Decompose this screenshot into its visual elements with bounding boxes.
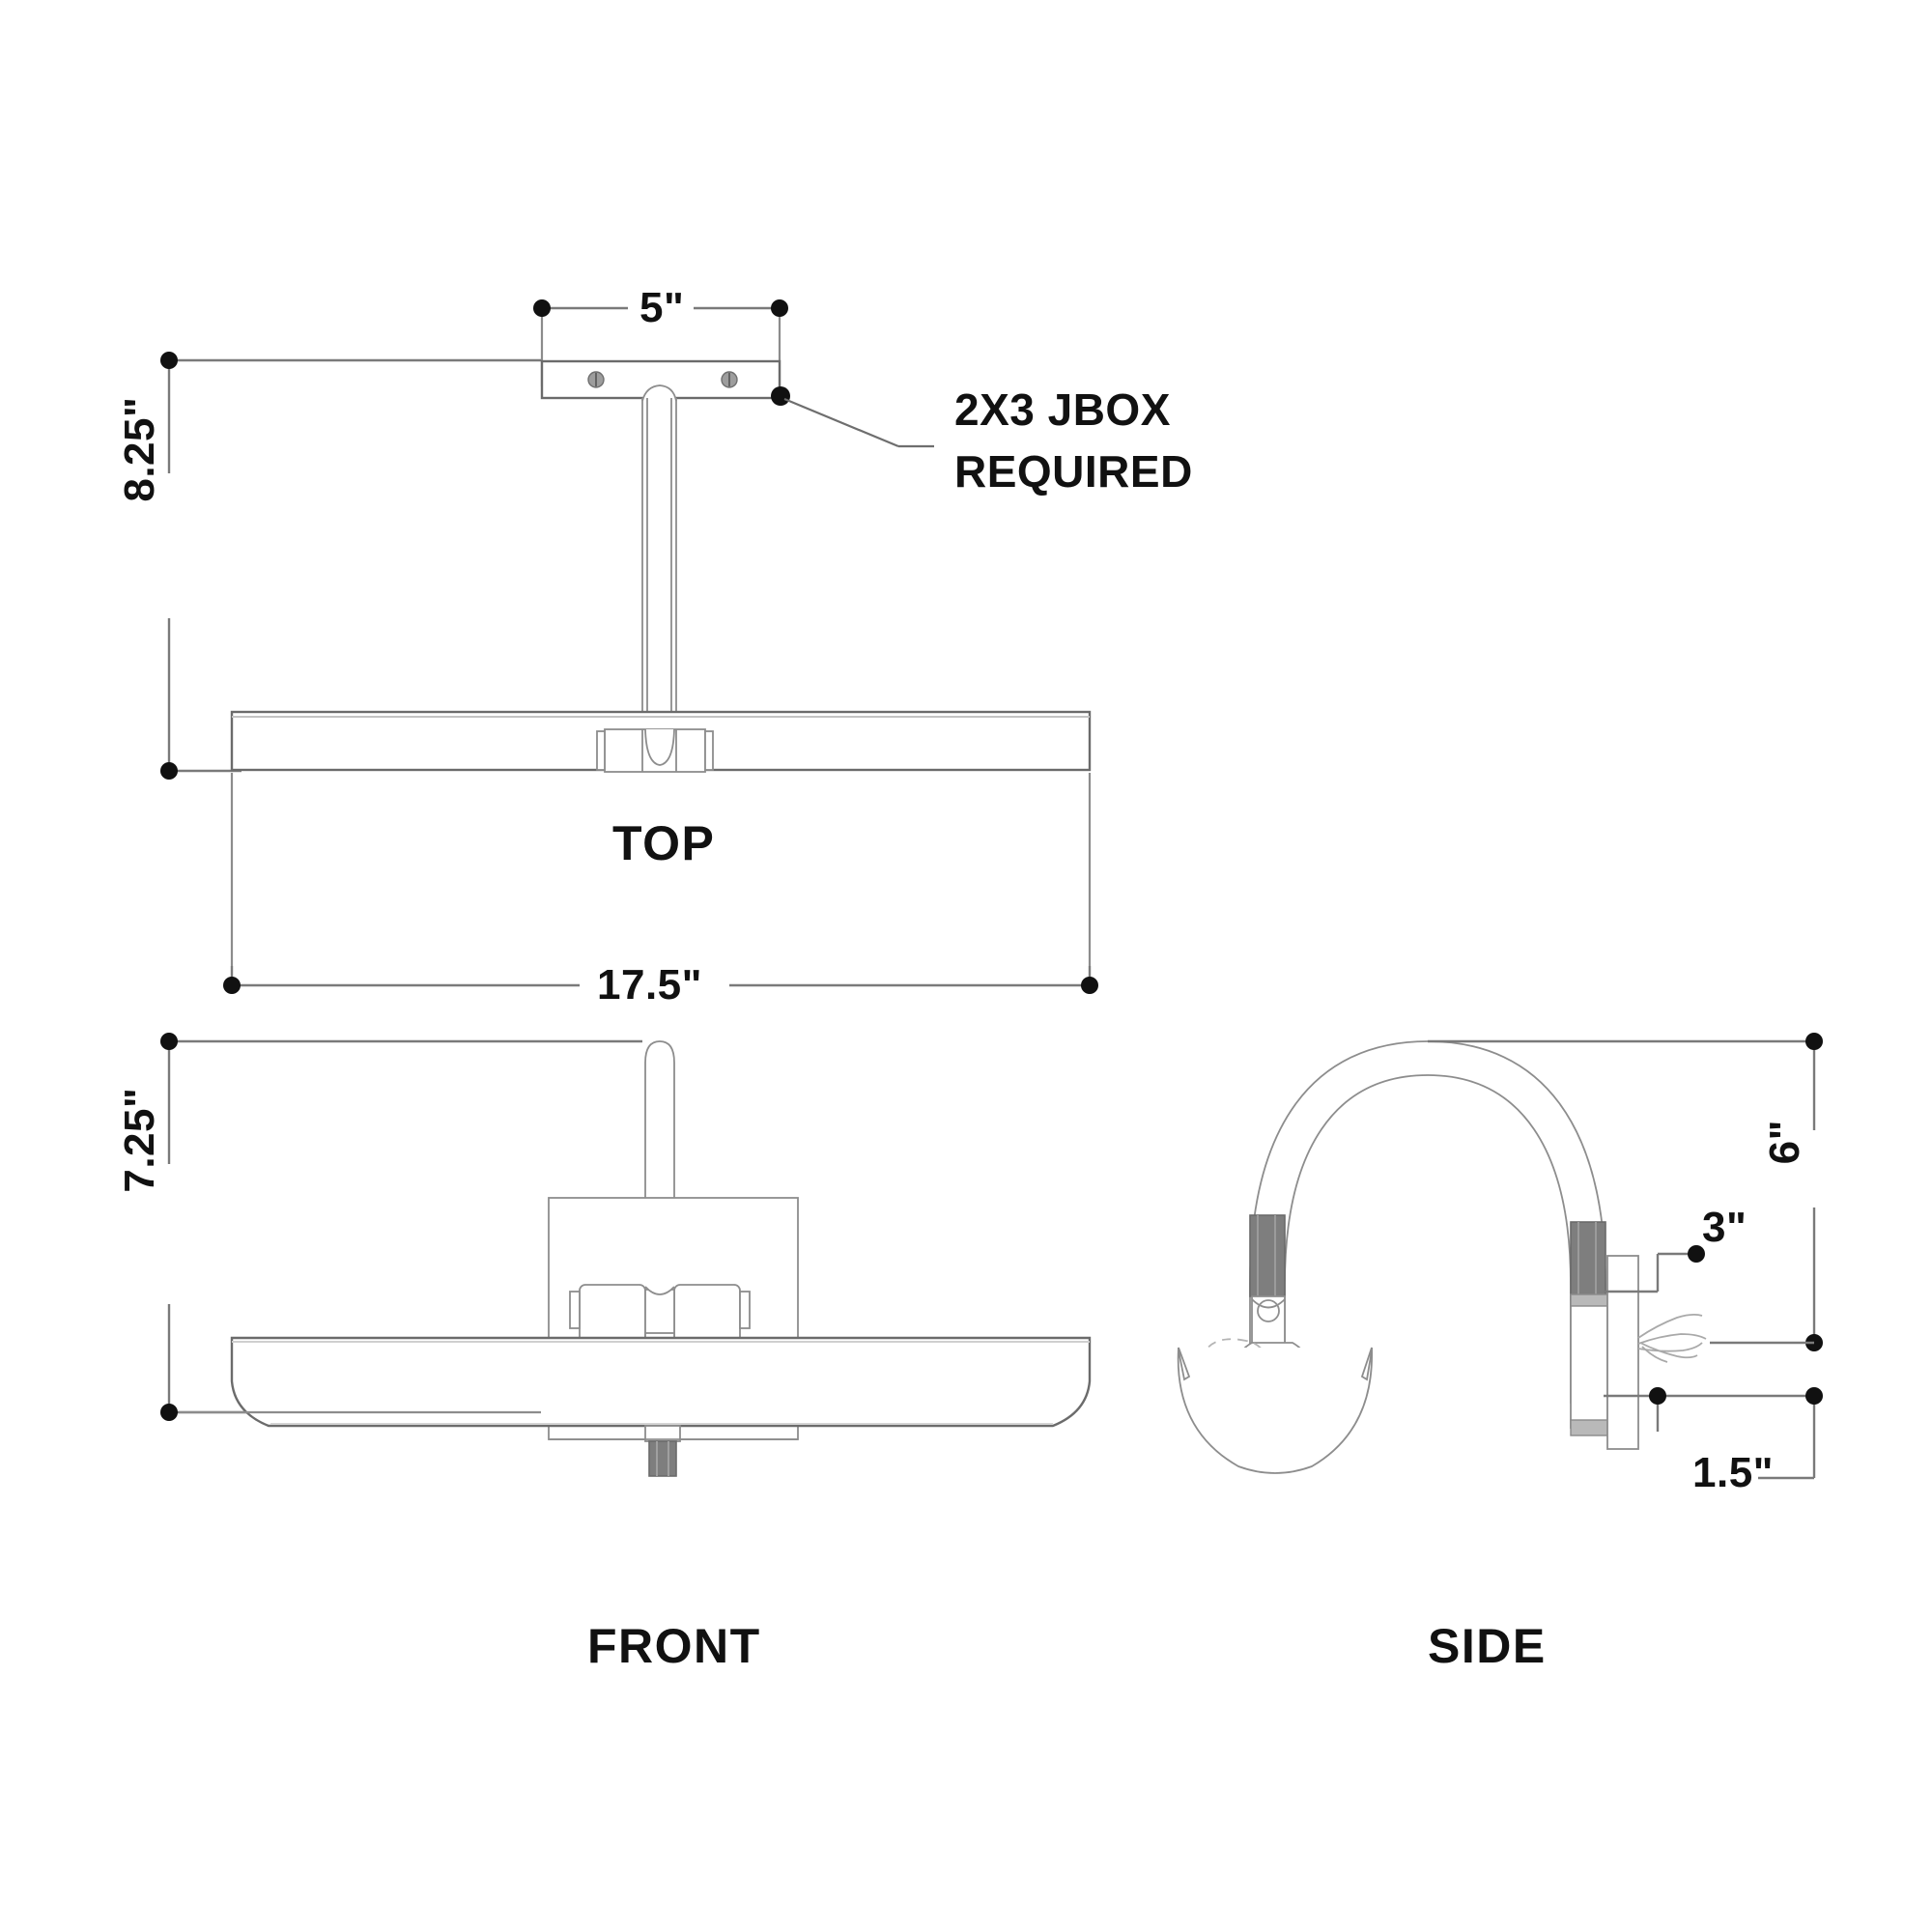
jbox-note-line1: 2X3 JBOX xyxy=(954,384,1171,435)
dimension-top-depth xyxy=(160,352,541,780)
dimension-label-front-height: 7.25" xyxy=(115,1087,163,1193)
side-view-backplate xyxy=(1570,1255,1639,1450)
dimension-label-overall-width: 17.5" xyxy=(597,961,702,1009)
screw-hole-right xyxy=(721,371,738,388)
dimension-side-backplate-depth xyxy=(1604,1387,1823,1480)
dimension-label-top-depth: 8.25" xyxy=(115,396,163,502)
dimension-label-side-projection: 6" xyxy=(1760,1119,1808,1165)
top-view-group xyxy=(160,299,1098,994)
side-view-left-ferrule xyxy=(1249,1214,1286,1297)
view-label-side: SIDE xyxy=(1428,1619,1547,1673)
side-view-right-ferrule xyxy=(1570,1221,1606,1305)
side-view-socket xyxy=(1251,1295,1286,1346)
dimension-label-side-backplate-depth: 1.5" xyxy=(1692,1449,1775,1496)
top-view-socket xyxy=(596,728,714,773)
dimension-jbox-width xyxy=(533,299,788,386)
screw-hole-left xyxy=(587,371,605,388)
front-view-group xyxy=(160,1033,1092,1477)
front-view-finial xyxy=(549,1425,798,1477)
note-leader xyxy=(771,386,934,448)
front-view-shade xyxy=(230,1336,1092,1428)
side-view-group xyxy=(1177,1033,1823,1480)
view-label-top: TOP xyxy=(612,816,716,870)
side-view-arc-arm xyxy=(1249,1040,1606,1406)
dimension-side-projection xyxy=(1428,1033,1823,1351)
dimension-side-backplate-offset xyxy=(1604,1245,1705,1293)
side-view-wires xyxy=(1637,1313,1707,1363)
dimension-overall-width xyxy=(223,773,1098,994)
side-view-shade-arc xyxy=(1177,1347,1373,1474)
top-view-arm xyxy=(641,384,677,744)
dimension-label-jbox-width: 5" xyxy=(639,284,685,331)
dimension-label-side-backplate-offset: 3" xyxy=(1702,1204,1747,1251)
jbox-note-line2: REQUIRED xyxy=(954,446,1193,497)
view-label-front: FRONT xyxy=(587,1619,761,1673)
